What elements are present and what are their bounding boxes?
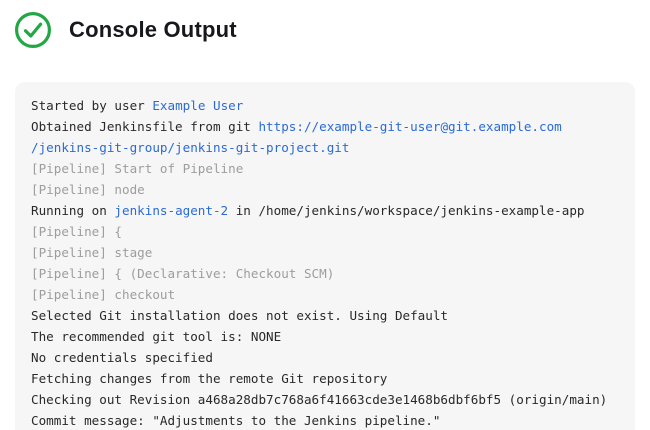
- console-line: [Pipeline] stage: [31, 242, 619, 263]
- console-text: [Pipeline] {: [31, 224, 122, 239]
- console-line: /jenkins-git-group/jenkins-git-project.g…: [31, 137, 619, 158]
- console-line: Checking out Revision a468a28db7c768a6f4…: [31, 389, 619, 410]
- console-text: in /home/jenkins/workspace/jenkins-examp…: [228, 203, 585, 218]
- console-line: No credentials specified: [31, 347, 619, 368]
- console-line: Commit message: "Adjustments to the Jenk…: [31, 410, 619, 430]
- console-text: Running on: [31, 203, 115, 218]
- console-link[interactable]: /jenkins-git-group/jenkins-git-project.g…: [31, 140, 350, 155]
- console-line: [Pipeline] node: [31, 179, 619, 200]
- console-line: Selected Git installation does not exist…: [31, 305, 619, 326]
- console-text: Selected Git installation does not exist…: [31, 308, 449, 323]
- console-line: [Pipeline] Start of Pipeline: [31, 158, 619, 179]
- console-text: [Pipeline] { (Declarative: Checkout SCM): [31, 266, 335, 281]
- console-text: [Pipeline] checkout: [31, 287, 176, 302]
- console-text: Obtained Jenkinsfile from git: [31, 119, 259, 134]
- console-text: Fetching changes from the remote Git rep…: [31, 371, 388, 386]
- console-output-header: Console Output: [0, 0, 650, 49]
- console-line: Fetching changes from the remote Git rep…: [31, 368, 619, 389]
- console-link[interactable]: https://example-git-user@git.example.com: [258, 119, 562, 134]
- console-line: Running on jenkins-agent-2 in /home/jenk…: [31, 200, 619, 221]
- console-line: The recommended git tool is: NONE: [31, 326, 619, 347]
- console-line: [Pipeline] { (Declarative: Checkout SCM): [31, 263, 619, 284]
- console-text: The recommended git tool is: NONE: [31, 329, 282, 344]
- console-text: [Pipeline] Start of Pipeline: [31, 161, 244, 176]
- console-line: Obtained Jenkinsfile from git https://ex…: [31, 116, 619, 137]
- console-text: [Pipeline] stage: [31, 245, 153, 260]
- success-check-icon: [15, 12, 51, 48]
- console-link[interactable]: jenkins-agent-2: [114, 203, 229, 218]
- console-text: Commit message: "Adjustments to the Jenk…: [31, 413, 441, 428]
- console-line: [Pipeline] checkout: [31, 284, 619, 305]
- console-link[interactable]: Example User: [152, 98, 244, 113]
- console-text: No credentials specified: [31, 350, 213, 365]
- console-line: Started by user Example User: [31, 95, 619, 116]
- console-line: [Pipeline] {: [31, 221, 619, 242]
- console-text: [Pipeline] node: [31, 182, 145, 197]
- page-title: Console Output: [69, 17, 237, 42]
- console-text: Checking out Revision a468a28db7c768a6f4…: [31, 392, 608, 407]
- console-text: Started by user: [31, 98, 153, 113]
